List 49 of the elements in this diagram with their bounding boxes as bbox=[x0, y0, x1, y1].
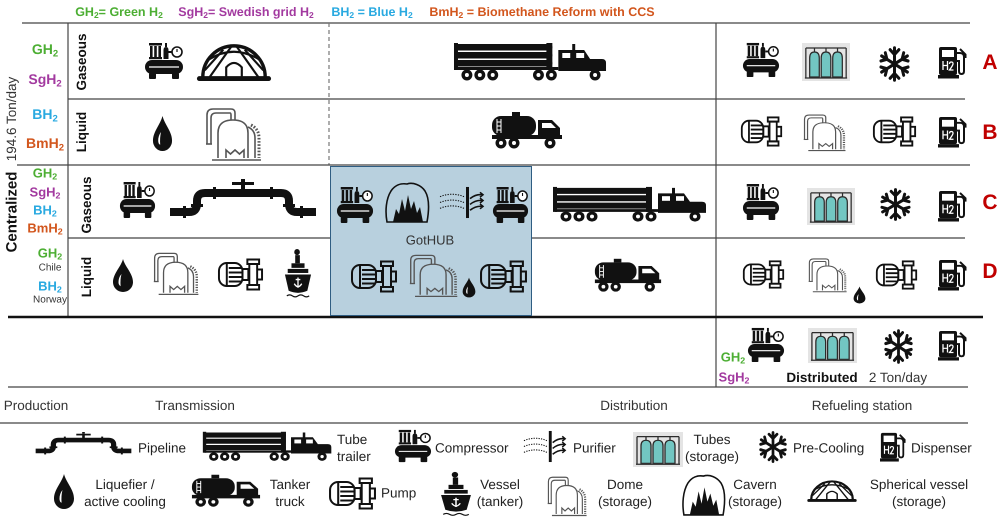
hydrogen-type-label: BH$_{2}$ bbox=[38, 280, 62, 294]
hydrogen-type-label: BH$_{2}$ bbox=[33, 204, 57, 218]
state-label: Gaseous bbox=[74, 33, 90, 91]
legend-text: Liquefier / active cooling bbox=[83, 476, 167, 510]
hydrogen-type-label: GH$_{2}$ bbox=[720, 350, 746, 366]
row-letter: A bbox=[982, 50, 998, 76]
legend-text: Dispenser bbox=[911, 440, 972, 456]
hydrogen-type-label: SgH$_{2}$ bbox=[718, 370, 750, 386]
legend-text: Dome (storage) bbox=[596, 476, 654, 510]
hydrogen-type-label: GH$_{2}$ bbox=[38, 246, 62, 262]
legend-text: Purifier bbox=[573, 440, 616, 456]
stage-heading: Refueling station bbox=[812, 398, 912, 414]
legend-text: Tube trailer bbox=[337, 431, 372, 465]
hydrogen-type-label: GH$_{2}$ bbox=[32, 40, 58, 58]
color-key-text: GH$_{2}$= Green H$_{2}$ bbox=[75, 4, 163, 20]
hub-label: GotHUB bbox=[406, 234, 454, 248]
capacity-label: 194.6 Ton/day bbox=[4, 76, 20, 162]
origin-label: Norway bbox=[33, 294, 67, 306]
legend-text: Compressor bbox=[435, 440, 509, 456]
row-letter: B bbox=[982, 120, 998, 146]
hydrogen-type-label: SgH$_{2}$ bbox=[28, 70, 62, 88]
category-label: Distributed bbox=[786, 370, 858, 386]
stage-heading: Production bbox=[4, 398, 68, 414]
origin-label: Chile bbox=[38, 262, 62, 274]
legend-text: Tubes (storage) bbox=[684, 431, 740, 465]
color-key-text: BmH$_{2}$ = Biomethane Reform with CCS bbox=[429, 4, 655, 20]
legend-text: Pre-Cooling bbox=[793, 440, 864, 456]
capacity-label: 2 Ton/day bbox=[868, 370, 928, 386]
row-letter: C bbox=[982, 190, 998, 216]
state-label: Liquid bbox=[79, 256, 95, 298]
hydrogen-type-label: BmH$_{2}$ bbox=[27, 222, 63, 236]
stage-heading: Transmission bbox=[155, 398, 235, 414]
hydrogen-type-label: BH$_{2}$ bbox=[32, 106, 58, 122]
state-label: Gaseous bbox=[79, 176, 95, 234]
legend-text: Pipeline bbox=[138, 440, 186, 456]
stage-heading: Distribution bbox=[600, 398, 668, 414]
legend-text: Spherical vessel (storage) bbox=[868, 476, 970, 510]
color-key-text: BH$_{2}$ = Blue H$_{2}$ bbox=[331, 4, 413, 20]
hydrogen-type-label: SgH$_{2}$ bbox=[30, 186, 60, 200]
hydrogen-type-label: GH$_{2}$ bbox=[32, 166, 58, 182]
category-label: Centralized bbox=[3, 172, 21, 252]
legend-text: Vessel (tanker) bbox=[476, 476, 524, 510]
state-label: Liquid bbox=[74, 112, 90, 152]
legend-text: Pump bbox=[381, 484, 416, 502]
color-key-text: SgH$_{2}$= Swedish grid H$_{2}$ bbox=[178, 4, 314, 20]
legend-text: Tanker truck bbox=[268, 476, 312, 510]
hydrogen-type-label: BmH$_{2}$ bbox=[26, 134, 64, 152]
legend-text: Cavern (storage) bbox=[726, 476, 784, 510]
row-letter: D bbox=[982, 260, 998, 284]
